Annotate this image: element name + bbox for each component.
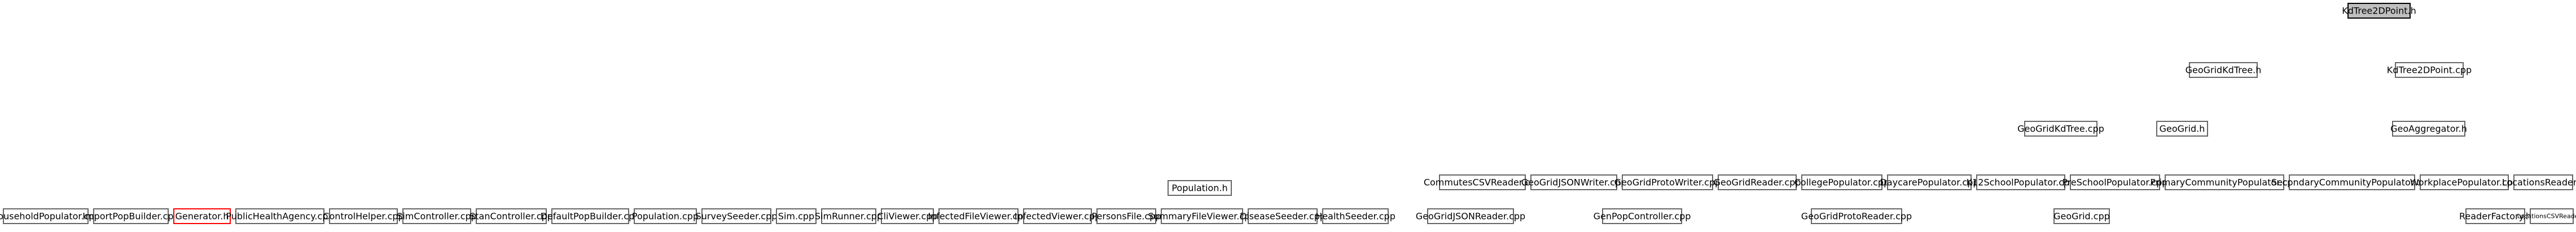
node-personsfile-cpp[interactable]: PersonsFile.cpp [1091, 208, 1161, 224]
node-label: GeoGridProtoWriter.cpp [1614, 177, 1721, 188]
node-label: GeoGridKdTree.h [2186, 65, 2262, 76]
node-genpopcontroller-cpp[interactable]: GenPopController.cpp [1594, 208, 1691, 224]
node-label: SecondaryCommunityPopulator.cpp [2271, 177, 2433, 188]
node-geogridprotowriter-cpp[interactable]: GeoGridProtoWriter.cpp [1614, 174, 1721, 190]
node-geogridreader-cpp[interactable]: GeoGridReader.cpp [1714, 174, 1801, 190]
node-defaultpopbuilder-cpp[interactable]: DefaultPopBuilder.cpp [541, 208, 640, 224]
node-geogrid-cpp[interactable]: GeoGrid.cpp [2053, 208, 2110, 224]
node-label: Sim.cpp [778, 211, 814, 222]
node-population-h[interactable]: Population.h [1168, 180, 1232, 196]
node-label: SimRunner.cpp [815, 211, 883, 222]
node-workplacepopulator-cpp[interactable]: WorkplacePopulator.cpp [2410, 174, 2518, 190]
node-locationscsvreader-h[interactable]: LocationsCSVReader.h [2517, 208, 2576, 224]
node-healthseeder-cpp[interactable]: HealthSeeder.cpp [1315, 208, 1395, 224]
node-summaryfileviewer-cpp[interactable]: SummaryFileViewer.cpp [1148, 208, 1256, 224]
node-infectedviewer-cpp[interactable]: InfectedViewer.cpp [1015, 208, 1101, 224]
node-controlhelper-cpp[interactable]: ControlHelper.cpp [323, 208, 404, 224]
node-label: GeoGridKdTree.cpp [2017, 124, 2104, 134]
node-label: SummaryFileViewer.cpp [1148, 211, 1256, 222]
node-label: PreSchoolPopulator.cpp [2062, 177, 2167, 188]
node-diseaseseeder-cpp[interactable]: DiseaseSeeder.cpp [1240, 208, 1326, 224]
node-population-cpp[interactable]: Population.cpp [632, 208, 699, 224]
node-secondarycommunitypopulator-cpp[interactable]: SecondaryCommunityPopulator.cpp [2271, 174, 2433, 190]
node-daycarepopulator-cpp[interactable]: DaycarePopulator.cpp [1880, 174, 1979, 190]
node-surveyseeder-cpp[interactable]: SurveySeeder.cpp [696, 208, 778, 224]
node-readerfactory-h[interactable]: ReaderFactory.h [2459, 208, 2531, 224]
node-label: SimController.cpp [397, 211, 477, 222]
node-simcontroller-cpp[interactable]: SimController.cpp [397, 208, 477, 224]
node-label: GeoGridJSONReader.cpp [1416, 211, 1525, 222]
node-label: ControlHelper.cpp [323, 211, 403, 222]
node-label: HealthSeeder.cpp [1315, 211, 1395, 222]
node-householdpopulator-cpp[interactable]: HouseholdPopulator.cpp [0, 208, 100, 224]
node-label: GeoGrid.h [2160, 124, 2205, 134]
node-k12schoolpopulator-cpp[interactable]: K12SchoolPopulator.cpp [1967, 174, 2075, 190]
node-commutescsvreader-cpp[interactable]: CommutesCSVReader.cpp [1424, 174, 1541, 190]
node-publichealthagency-cpp[interactable]: PublicHealthAgency.cpp [226, 208, 334, 224]
node-label: SurveySeeder.cpp [696, 211, 778, 222]
node-label: ReaderFactory.h [2459, 211, 2531, 222]
node-label: DaycarePopulator.cpp [1880, 177, 1978, 188]
node-label: KdTree2DPoint.h [2342, 6, 2416, 16]
node-label: DiseaseSeeder.cpp [1240, 211, 1326, 222]
node-geogridjsonreader-cpp[interactable]: GeoGridJSONReader.cpp [1416, 208, 1525, 224]
node-label: CliViewer.cpp [877, 211, 937, 222]
node-geogrid-h[interactable]: GeoGrid.h [2156, 121, 2208, 137]
node-label: InfectedFileViewer.cpp [928, 211, 1029, 222]
node-kdtree2dpoint-h[interactable]: KdTree2DPoint.h [2342, 3, 2416, 19]
node-label: GeoGrid.cpp [2053, 211, 2110, 222]
node-label: Population.h [1171, 183, 1227, 194]
node-kdtree2dpoint-cpp[interactable]: KdTree2DPoint.cpp [2387, 62, 2472, 78]
node-label: LocationsCSVReader.h [2517, 213, 2576, 220]
node-label: GeoGridProtoReader.cpp [1801, 211, 1912, 222]
node-label: Population.cpp [632, 211, 699, 222]
node-label: HouseholdPopulator.cpp [0, 211, 100, 222]
node-label: KdTree2DPoint.cpp [2387, 65, 2472, 76]
node-stancontroller-cpp[interactable]: StanController.cpp [469, 208, 553, 224]
node-geogridkdtree-h[interactable]: GeoGridKdTree.h [2186, 62, 2262, 78]
node-label: PrimaryCommunityPopulator.cpp [2150, 177, 2298, 188]
node-infectedfileviewer-cpp[interactable]: InfectedFileViewer.cpp [928, 208, 1029, 224]
node-generator-h[interactable]: Generator.h [173, 208, 231, 224]
node-label: DefaultPopBuilder.cpp [541, 211, 640, 222]
node-label: PublicHealthAgency.cpp [226, 211, 333, 222]
node-geogridprotoreader-cpp[interactable]: GeoGridProtoReader.cpp [1801, 208, 1912, 224]
node-geogridjsonwriter-cpp[interactable]: GeoGridJSONWriter.cpp [1521, 174, 1627, 190]
node-label: GeoGridJSONWriter.cpp [1521, 177, 1627, 188]
node-label: PersonsFile.cpp [1091, 211, 1161, 222]
node-geoaggregator-h[interactable]: GeoAggregator.h [2390, 121, 2467, 137]
node-simrunner-cpp[interactable]: SimRunner.cpp [815, 208, 883, 224]
node-cliviewer-cpp[interactable]: CliViewer.cpp [877, 208, 938, 224]
node-label: GeoAggregator.h [2390, 124, 2467, 134]
node-label: K12SchoolPopulator.cpp [1967, 177, 2075, 188]
node-label: Generator.h [175, 211, 229, 222]
node-importpopbuilder-cpp[interactable]: ImportPopBuilder.cpp [82, 208, 179, 224]
node-label: CollegePopulator.cpp [1794, 177, 1889, 188]
node-collegepopulator-cpp[interactable]: CollegePopulator.cpp [1794, 174, 1889, 190]
node-primarycommunitypopulator-cpp[interactable]: PrimaryCommunityPopulator.cpp [2150, 174, 2299, 190]
node-label: LocationsReader.h [2502, 177, 2576, 188]
node-sim-cpp[interactable]: Sim.cpp [776, 208, 817, 224]
node-label: StanController.cpp [469, 211, 553, 222]
node-label: InfectedViewer.cpp [1015, 211, 1101, 222]
node-label: GenPopController.cpp [1594, 211, 1691, 222]
node-label: WorkplacePopulator.cpp [2410, 177, 2518, 188]
node-preschoolpopulator-cpp[interactable]: PreSchoolPopulator.cpp [2062, 174, 2168, 190]
node-label: CommutesCSVReader.cpp [1424, 177, 1541, 188]
node-geogridkdtree-cpp[interactable]: GeoGridKdTree.cpp [2017, 121, 2104, 137]
node-locationsreader-h[interactable]: LocationsReader.h [2502, 174, 2576, 190]
node-label: GeoGridReader.cpp [1714, 177, 1801, 188]
node-label: ImportPopBuilder.cpp [82, 211, 179, 222]
